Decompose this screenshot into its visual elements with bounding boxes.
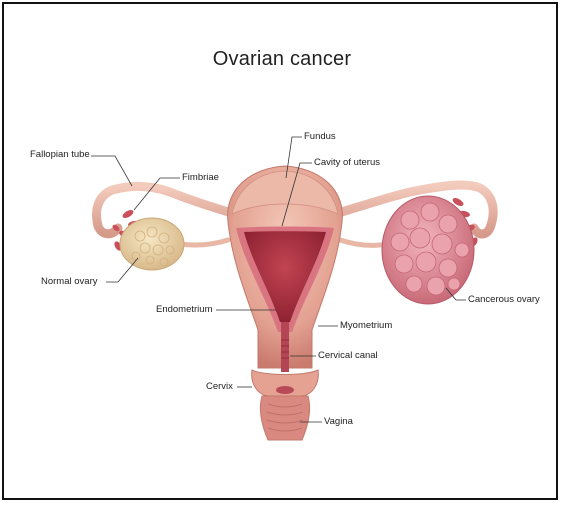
label-cervical-canal: Cervical canal xyxy=(318,350,378,361)
cervix-os xyxy=(276,386,294,394)
label-myometrium: Myometrium xyxy=(340,320,392,331)
normal-ovary xyxy=(120,218,184,270)
label-cancerous-ovary: Cancerous ovary xyxy=(468,294,540,305)
vagina xyxy=(260,396,309,440)
label-cervix: Cervix xyxy=(206,381,233,392)
cervical-canal xyxy=(281,322,289,372)
label-endometrium: Endometrium xyxy=(156,304,213,315)
label-vagina: Vagina xyxy=(324,416,353,427)
label-fimbriae: Fimbriae xyxy=(182,172,219,183)
left-ovarian-ligament xyxy=(180,240,228,245)
label-normal-ovary: Normal ovary xyxy=(41,276,98,287)
right-ovarian-ligament xyxy=(340,240,386,245)
label-cavity-of-uterus: Cavity of uterus xyxy=(314,157,380,168)
label-fallopian-tube: Fallopian tube xyxy=(30,149,90,160)
label-fundus: Fundus xyxy=(304,131,336,142)
